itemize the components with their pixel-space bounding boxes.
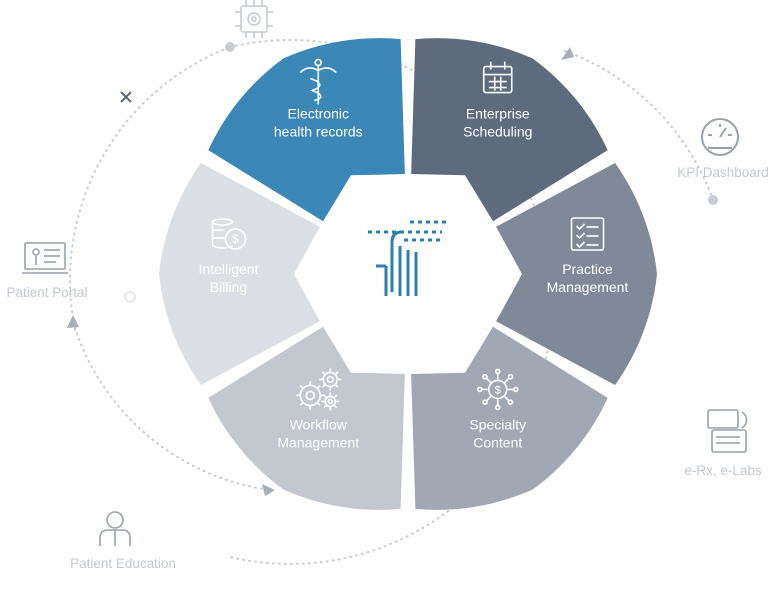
segment-label-billing: Billing	[210, 279, 247, 295]
segment-shape-ehr	[208, 38, 405, 222]
arrow-left-icon	[67, 315, 79, 328]
orbit-ring-left	[72, 321, 271, 491]
checklist-icon	[570, 217, 605, 251]
segment-label-workflow: Workflow	[290, 416, 348, 432]
dollar-network-icon: $	[476, 368, 519, 411]
monitor-icon	[22, 242, 68, 274]
segment-shape-billing	[159, 162, 320, 386]
arrow-bottom-left-icon	[262, 484, 275, 496]
orbit-rings	[67, 39, 718, 565]
segment-label-billing: Intelligent	[199, 261, 259, 277]
svg-text:$: $	[495, 384, 501, 396]
segment-label-workflow: Management	[277, 434, 359, 450]
segment-label-ehr: Electronic	[288, 106, 349, 122]
outer-item-kpi[interactable]: KPI Dashboard	[677, 118, 769, 180]
arrow-top-right-icon	[561, 47, 574, 60]
segment-shape-workflow	[208, 326, 405, 510]
orbit-dot-left	[124, 291, 136, 303]
orbit-ring-left-upper	[69, 46, 231, 331]
settings-chip-icon	[235, 0, 273, 38]
calendar-icon	[482, 61, 513, 94]
segment-label-practice: Management	[547, 279, 629, 295]
close-x-icon	[120, 91, 132, 103]
outer-item-education[interactable]: Patient Education	[70, 511, 176, 571]
segment-label-scheduling: Scheduling	[463, 124, 532, 140]
svg-text:$: $	[232, 232, 239, 246]
segment-label-specialty: Content	[473, 434, 522, 450]
orbit-dot-right	[708, 195, 718, 205]
segment-ehr[interactable]: Electronic health records	[208, 38, 405, 222]
outer-label-education: Patient Education	[70, 556, 176, 571]
segments-ring: Electronic health records EnterpriseSched…	[159, 38, 657, 510]
gauge-icon	[701, 118, 739, 156]
segment-label-scheduling: Enterprise	[466, 106, 530, 122]
segment-shape-specialty	[411, 326, 608, 510]
caduceus-icon	[299, 58, 337, 105]
segment-shape-practice	[496, 162, 657, 386]
orbit-dot-top	[225, 42, 235, 52]
outer-label-erx: e-Rx, e-Labs	[684, 463, 762, 478]
segment-label-specialty: Specialty	[469, 416, 526, 432]
center-logo	[368, 220, 446, 296]
outer-label-portal: Patient Portal	[6, 285, 87, 300]
gears-icon	[296, 368, 342, 411]
outer-item-erx[interactable]: e-Rx, e-Labs	[684, 409, 762, 478]
segment-shape-scheduling	[411, 38, 608, 222]
coins-icon: $	[211, 218, 247, 250]
orbit-ring-inner	[564, 50, 714, 201]
outer-item-portal[interactable]: Patient Portal	[6, 242, 88, 300]
lab-device-icon	[707, 409, 748, 453]
user-icon	[99, 511, 131, 546]
segment-label-practice: Practice	[562, 261, 613, 277]
segment-label-ehr: health records	[274, 124, 363, 140]
outer-label-kpi: KPI Dashboard	[677, 165, 769, 180]
